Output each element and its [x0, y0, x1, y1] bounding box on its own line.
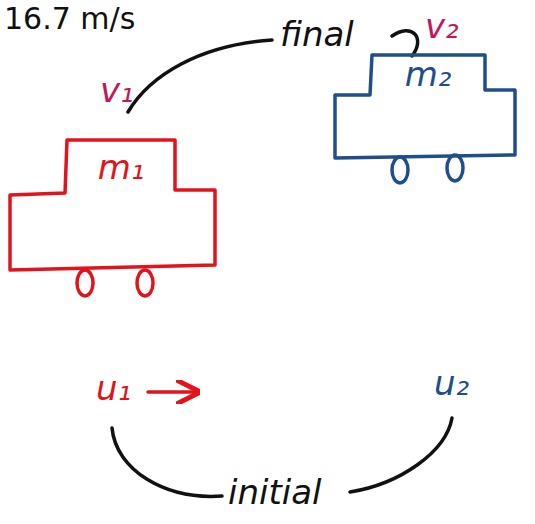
velocity-label: v₁: [100, 72, 134, 109]
car-body: m₁: [5, 135, 220, 300]
car-shape: [10, 140, 215, 270]
state-note: final: [280, 16, 354, 53]
mass-label: m₁: [98, 149, 145, 186]
car-wheel: [392, 157, 408, 183]
velocity-label: v₂: [425, 8, 459, 45]
state-note: initial: [228, 474, 322, 511]
speed-value: 16.7 m/s: [4, 2, 135, 35]
velocity-label: u₂: [434, 365, 469, 402]
car-shape: [335, 55, 515, 158]
velocity-label: u₁: [96, 370, 131, 407]
bracket-curve: [392, 31, 418, 56]
car-wheel: [77, 270, 93, 296]
bracket-curve: [112, 428, 222, 496]
car-wheel: [137, 270, 153, 296]
car-body: m₂: [330, 50, 520, 190]
car-wheel: [447, 155, 463, 181]
direction-arrow: [148, 390, 198, 394]
bracket-curve: [128, 40, 272, 112]
mass-label: m₂: [405, 56, 452, 93]
bracket-curve: [350, 418, 452, 492]
